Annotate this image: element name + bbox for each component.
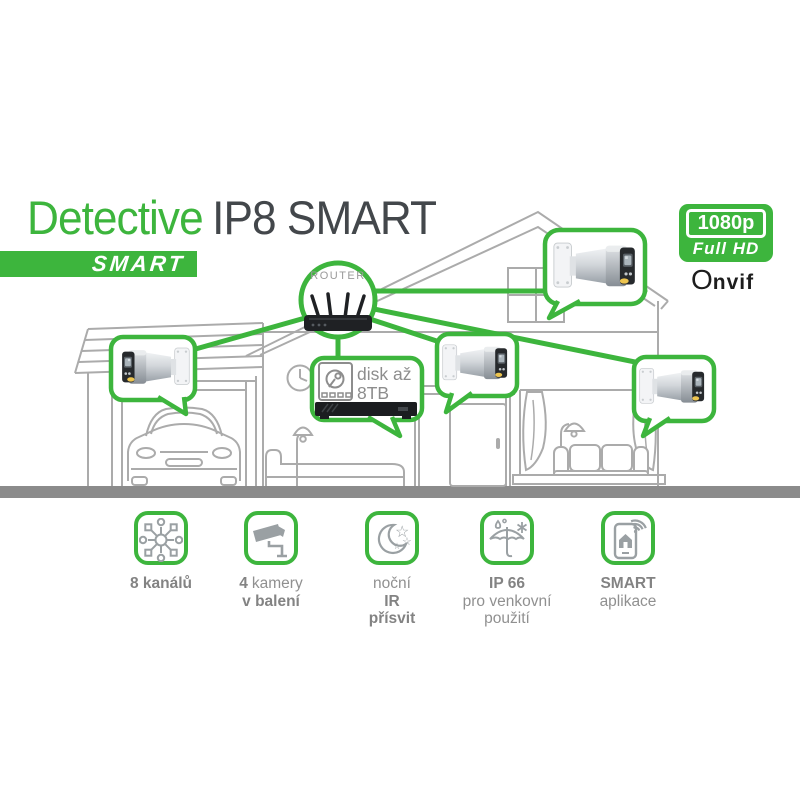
feature-box-ip66	[480, 511, 534, 565]
storage-callout: disk až 8TB	[309, 355, 425, 439]
nvr-device-icon	[315, 402, 417, 419]
storage-text-line2: 8TB	[357, 383, 389, 403]
feature-box-cameras	[244, 511, 298, 565]
camera-callout-right	[631, 354, 717, 439]
feature-box-night: ☆ ☆ ☆	[365, 511, 419, 565]
moon-stars-icon: ☆ ☆ ☆	[377, 523, 412, 554]
title-model: IP8 SMART	[212, 191, 437, 244]
camera-callout-middle	[434, 331, 520, 415]
smart-banner: SMART	[0, 251, 197, 277]
cctv-camera-icon	[253, 524, 287, 558]
svg-text:☆: ☆	[402, 536, 412, 548]
router-node: ROUTER	[298, 260, 378, 340]
resolution-badge: 1080p Full HD	[679, 204, 773, 262]
car-illustration	[127, 406, 241, 486]
feature-label-ip66: IP 66 pro venkovní použití	[462, 575, 552, 627]
feature-label-night: noční IR přísvit	[368, 575, 416, 627]
feature-box-app	[601, 511, 655, 565]
smart-banner-text: SMART	[90, 251, 187, 276]
hdd-icon	[318, 362, 353, 401]
title-brand: Detective	[27, 191, 204, 244]
camera-callout-left	[108, 334, 198, 417]
onvif-logo: Onvif	[691, 264, 755, 295]
feature-label-channels: 8 kanálů	[129, 575, 193, 592]
camera-callout-top-right	[542, 227, 648, 321]
full-hd-text: Full HD	[692, 239, 760, 258]
smartphone-wifi-icon	[613, 519, 647, 560]
ground-strip	[0, 486, 800, 498]
router-label: ROUTER	[310, 270, 365, 282]
svg-text:☆: ☆	[393, 541, 401, 551]
feature-box-channels	[134, 511, 188, 565]
link-left-camera	[182, 315, 308, 355]
resolution-text: 1080p	[686, 209, 766, 238]
svg-text:☆: ☆	[395, 524, 409, 541]
umbrella-weather-icon	[489, 518, 527, 558]
router-device-icon	[304, 292, 372, 331]
feature-label-app: SMART aplikace	[599, 575, 657, 610]
storage-text-line1: disk až	[357, 364, 411, 384]
hub-icon	[139, 518, 183, 562]
